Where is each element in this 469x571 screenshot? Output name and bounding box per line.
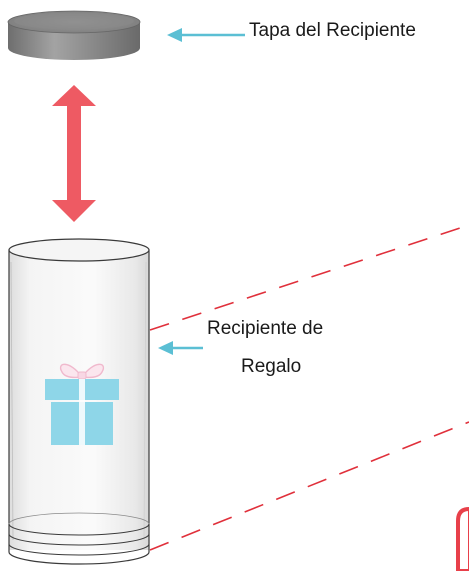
lid-label: Tapa del Recipiente — [249, 20, 416, 41]
gift-box-icon — [45, 363, 119, 445]
container-label-line-2: Regalo — [241, 356, 302, 377]
lid-pointer-arrow — [167, 28, 245, 42]
open-close-double-arrow — [52, 85, 96, 222]
container-lid-icon — [7, 10, 141, 60]
container-label-line-1: Recipiente de — [207, 318, 324, 339]
corner-accent-shape — [456, 507, 469, 571]
container-pointer-arrow — [158, 341, 203, 355]
dashed-projection-lines — [149, 224, 469, 551]
